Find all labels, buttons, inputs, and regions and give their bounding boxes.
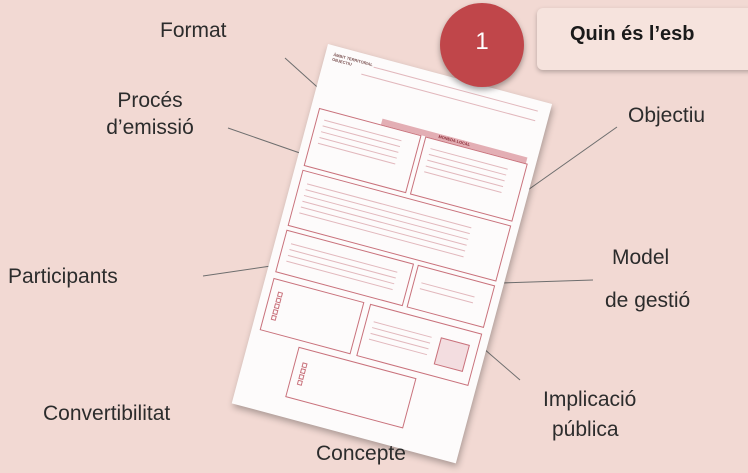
label-implicacio-line1: Implicació [543,388,637,411]
label-model-line2: de gestió [605,289,691,312]
label-implicacio-line2: pública [552,418,619,441]
label-proces-line2: d’emissió [106,116,194,139]
document-header: ÀMBIT TERRITORIAL OBJECTIU [332,52,374,72]
step-badge [440,3,524,87]
question-banner-text: Quin és l’esb [570,23,695,45]
label-model-line1: Model [612,246,670,269]
label-participants: Participants [8,265,118,288]
label-proces-line1: Procés [117,89,183,112]
step-badge-number: 1 [475,28,489,55]
label-concepte: Concepte [316,442,406,465]
question-banner [537,8,748,70]
leader-line-model [499,279,594,284]
leader-line-objectiu [524,126,618,193]
label-objectiu: Objectiu [628,104,706,127]
label-format: Format [160,19,227,42]
label-convertibilitat: Convertibilitat [43,402,171,425]
